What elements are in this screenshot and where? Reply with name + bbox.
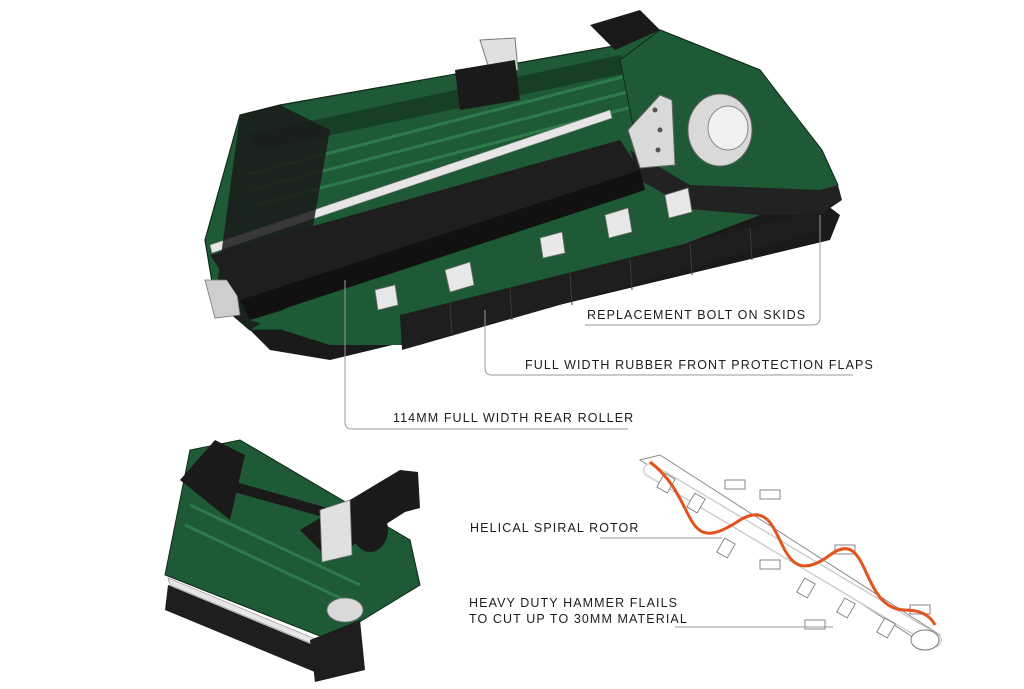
rotor-illustration bbox=[638, 454, 942, 651]
callout-helical-rotor: HELICAL SPIRAL ROTOR bbox=[470, 521, 640, 535]
callout-hammer-flails-line1: HEAVY DUTY HAMMER FLAILS bbox=[469, 596, 679, 610]
callout-rubber-flaps: FULL WIDTH RUBBER FRONT PROTECTION FLAPS bbox=[525, 358, 874, 372]
main-mulcher-illustration bbox=[204, 10, 842, 360]
callout-rear-roller: 114MM FULL WIDTH REAR ROLLER bbox=[393, 411, 635, 425]
callout-replacement-skids: REPLACEMENT BOLT ON SKIDS bbox=[587, 308, 807, 322]
leader-lines bbox=[344, 215, 853, 628]
compact-mulcher-illustration bbox=[164, 439, 421, 682]
callout-hammer-flails-line2: TO CUT UP TO 30MM MATERIAL bbox=[469, 612, 688, 626]
callout-hammer-flails: HEAVY DUTY HAMMER FLAILS TO CUT UP TO 30… bbox=[469, 595, 688, 627]
